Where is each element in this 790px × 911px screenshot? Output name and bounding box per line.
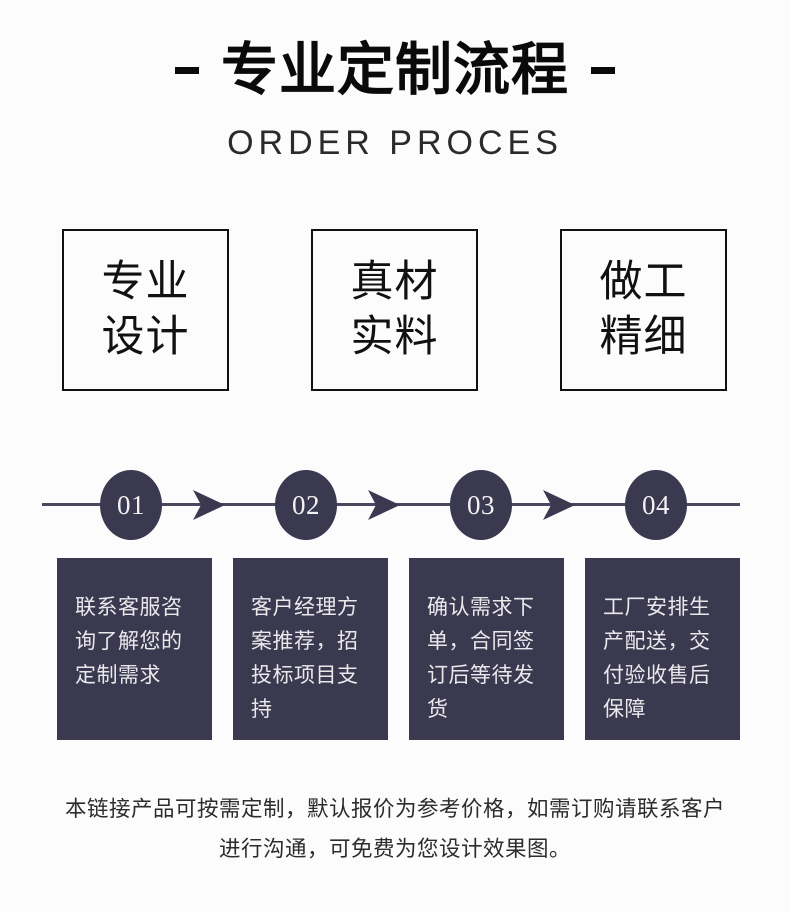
arrow-right-icon xyxy=(368,490,400,520)
feature-line-1: 真材 xyxy=(350,256,439,307)
feature-box-design: 专业 设计 xyxy=(62,229,229,391)
process-timeline: 01 02 03 04 xyxy=(0,470,790,540)
step-description-03: 确认需求下单，合同签订后等待发货 xyxy=(409,558,564,740)
feature-box-material: 真材 实料 xyxy=(311,229,478,391)
title-row: 专业定制流程 xyxy=(0,34,790,106)
title-dash-right-icon xyxy=(591,66,615,74)
step-description-01: 联系客服咨询了解您的定制需求 xyxy=(57,558,212,740)
feature-line-2: 实料 xyxy=(350,312,439,362)
step-number-label: 03 xyxy=(467,489,495,520)
step-number-label: 01 xyxy=(117,489,145,520)
footer-note: 本链接产品可按需定制，默认报价为参考价格，如需订购请联系客户进行沟通，可免费为您… xyxy=(64,797,725,862)
step-description-04: 工厂安排生产配送，交付验收售后保障 xyxy=(585,558,740,740)
page-header: 专业定制流程 ORDER PROCES xyxy=(0,34,790,160)
arrow-right-icon xyxy=(543,490,575,520)
step-number-label: 04 xyxy=(642,489,670,520)
feature-line-1: 专业 xyxy=(101,256,190,307)
feature-box-craft: 做工 精细 xyxy=(560,229,727,391)
step-number-label: 02 xyxy=(292,489,320,520)
title-dash-left-icon xyxy=(175,66,199,74)
page-title: 专业定制流程 xyxy=(221,36,569,103)
step-description-group: 联系客服咨询了解您的定制需求 客户经理方案推荐，招投标项目支持 确认需求下单，合… xyxy=(57,558,740,740)
step-circle-04: 04 xyxy=(625,470,687,540)
feature-box-group: 专业 设计 真材 实料 做工 精细 xyxy=(62,229,727,393)
feature-line-2: 设计 xyxy=(101,312,190,362)
feature-line-2: 精细 xyxy=(599,312,688,362)
page-subtitle: ORDER PROCES xyxy=(227,124,563,162)
step-circle-01: 01 xyxy=(100,470,162,540)
step-circle-03: 03 xyxy=(450,470,512,540)
feature-line-1: 做工 xyxy=(599,256,688,307)
step-description-02: 客户经理方案推荐，招投标项目支持 xyxy=(233,558,388,740)
arrow-right-icon xyxy=(193,490,225,520)
step-circle-02: 02 xyxy=(275,470,337,540)
